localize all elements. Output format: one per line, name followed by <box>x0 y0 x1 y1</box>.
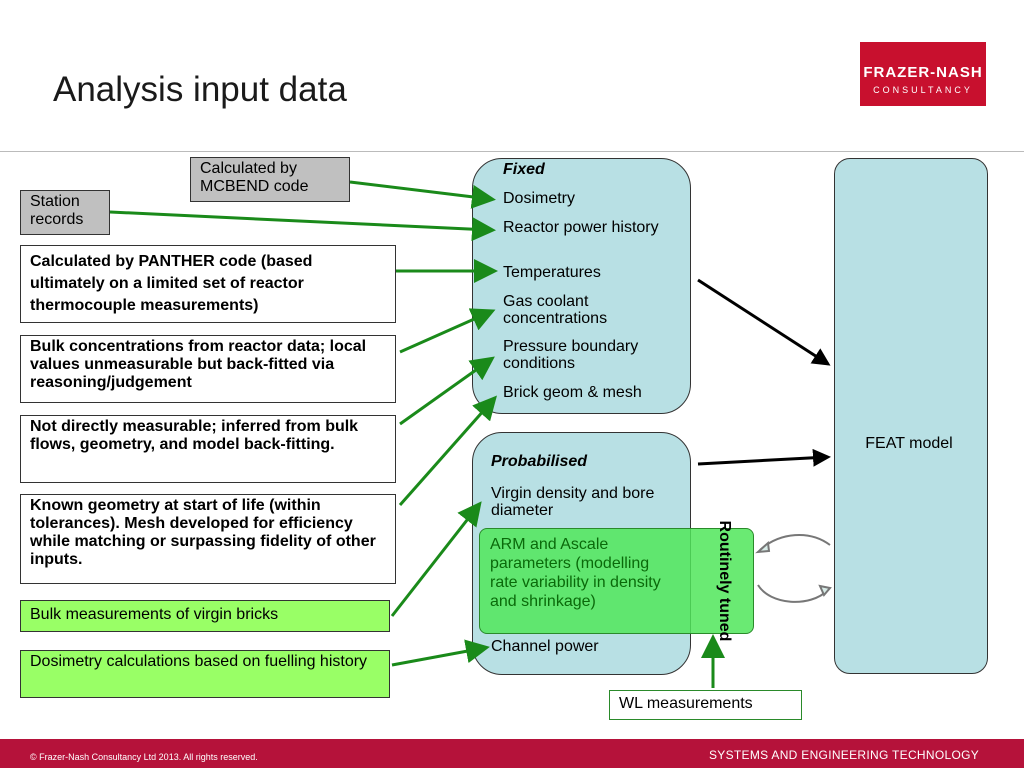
source-not-measurable: Not directly measurable; inferred from b… <box>20 415 396 483</box>
probabilised-channel-power: Channel power <box>491 638 599 655</box>
arrow-mcbend-to-dosimetry <box>349 180 496 209</box>
header-divider <box>0 151 1024 152</box>
arrow-geometry-to-brick <box>398 395 497 506</box>
fixed-item-pressure-boundary: Pressure boundary conditions <box>503 338 639 372</box>
cycle-arrowhead-lower <box>818 584 832 597</box>
source-mcbend: Calculated by MCBEND code <box>190 157 350 202</box>
arrow-fixed-to-feat <box>697 278 831 366</box>
frazer-nash-logo: FRAZER-NASH CONSULTANCY <box>860 42 986 106</box>
fixed-heading: Fixed <box>503 161 545 178</box>
feat-model-box: FEAT model <box>834 158 988 674</box>
source-bulk-virgin-bricks: Bulk measurements of virgin bricks <box>20 600 390 632</box>
feat-model-label: FEAT model <box>865 435 953 452</box>
fixed-item-dosimetry: Dosimetry <box>503 190 576 207</box>
probabilised-virgin-density: Virgin density and bore diameter <box>491 485 655 519</box>
arm-ascale-text: ARM and Ascale parameters (modelling rat… <box>490 536 661 610</box>
arrow-probabilised-to-feat <box>697 448 831 467</box>
arm-ascale-box: ARM and Ascale parameters (modelling rat… <box>479 528 754 634</box>
fixed-item-temperatures: Temperatures <box>503 264 601 281</box>
footer-tagline: SYSTEMS AND ENGINEERING TECHNOLOGY <box>709 748 980 762</box>
fixed-item-reactor-power: Reactor power history <box>503 219 659 236</box>
arrow-virgin-bricks-to-virgin-density <box>390 501 482 617</box>
cycle-arrowhead-upper <box>755 540 771 554</box>
cycle-arrow-upper <box>759 534 831 551</box>
arrow-station-to-reactor-power <box>109 210 496 242</box>
cycle-arrow-lower <box>757 584 829 603</box>
arrow-bulkconc-to-gas-coolant <box>399 308 496 354</box>
probabilised-heading: Probabilised <box>491 453 588 470</box>
logo-line-2: CONSULTANCY <box>873 85 973 95</box>
footer-copyright: © Frazer-Nash Consultancy Ltd 2013. All … <box>30 752 258 762</box>
arrow-dosimetry-calc-to-channel-power <box>391 639 490 667</box>
source-known-geometry: Known geometry at start of life (within … <box>20 494 396 584</box>
fixed-item-brick-geom: Brick geom & mesh <box>503 384 642 401</box>
fixed-panel <box>472 158 691 414</box>
source-station-records: Station records <box>20 190 110 235</box>
footer-bar: © Frazer-Nash Consultancy Ltd 2013. All … <box>0 739 1024 768</box>
source-dosimetry-calculations: Dosimetry calculations based on fuelling… <box>20 650 390 698</box>
fixed-item-gas-coolant: Gas coolant concentrations <box>503 293 608 327</box>
arrow-notmeasurable-to-pressure <box>399 356 495 426</box>
wl-measurements-box: WL measurements <box>609 690 802 720</box>
tuning-cycle-arrows <box>755 534 832 603</box>
source-bulk-concentrations: Bulk concentrations from reactor data; l… <box>20 335 396 403</box>
logo-line-1: FRAZER-NASH <box>863 64 983 81</box>
source-panther: Calculated by PANTHER code (based ultima… <box>20 245 396 323</box>
page-title: Analysis input data <box>53 70 347 109</box>
